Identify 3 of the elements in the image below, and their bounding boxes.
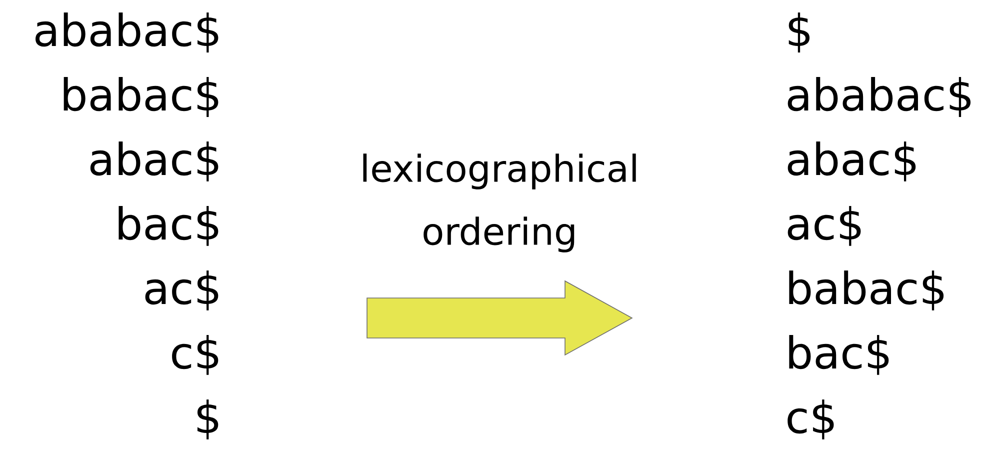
suffix-list: $ ababac$ abac$ ac$ babac$ bac$ c$: [788, 12, 971, 440]
suffix-list: ababac$ babac$ abac$ bac$ ac$ c$ $: [36, 12, 218, 440]
edge-label: lexicographical ordering: [363, 154, 636, 252]
